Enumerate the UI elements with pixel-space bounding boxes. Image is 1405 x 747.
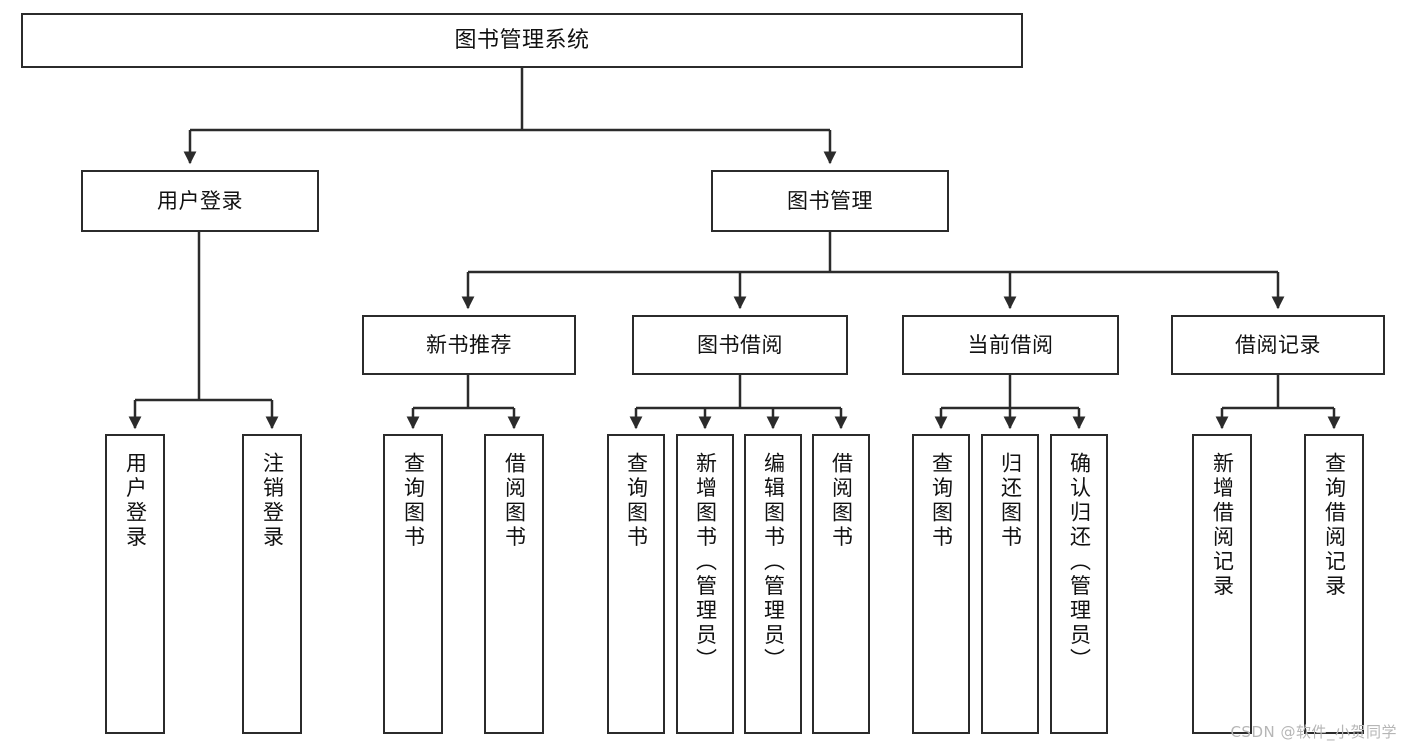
- node-label: 图书管理系统: [454, 27, 590, 53]
- node-label: 新增图书（管理员）: [693, 452, 718, 673]
- node-label: 借阅记录: [1235, 332, 1321, 357]
- leaf-edit-book[interactable]: 编辑图书（管理员）: [744, 434, 802, 734]
- node-label: 用户登录: [123, 452, 148, 550]
- leaf-borrow-book-rec[interactable]: 借阅图书: [484, 434, 544, 734]
- node-label: 图书借阅: [697, 332, 783, 357]
- node-label: 图书管理: [787, 188, 873, 213]
- node-new-book-rec[interactable]: 新书推荐: [362, 315, 576, 375]
- leaf-query-book-current[interactable]: 查询图书: [912, 434, 970, 734]
- node-label: 借阅图书: [829, 452, 854, 550]
- leaf-logout[interactable]: 注销登录: [242, 434, 302, 734]
- leaf-add-book[interactable]: 新增图书（管理员）: [676, 434, 734, 734]
- node-book-borrow[interactable]: 图书借阅: [632, 315, 848, 375]
- leaf-query-book-rec[interactable]: 查询图书: [383, 434, 443, 734]
- leaf-add-record[interactable]: 新增借阅记录: [1192, 434, 1252, 734]
- node-book-manage[interactable]: 图书管理: [711, 170, 949, 232]
- node-label: 新书推荐: [426, 332, 512, 357]
- node-label: 确认归还（管理员）: [1067, 452, 1092, 673]
- node-user-login[interactable]: 用户登录: [81, 170, 319, 232]
- leaf-query-record[interactable]: 查询借阅记录: [1304, 434, 1364, 734]
- node-label: 查询图书: [401, 452, 426, 550]
- node-borrow-record[interactable]: 借阅记录: [1171, 315, 1385, 375]
- watermark-text: CSDN @软件_小贺同学: [1230, 723, 1397, 741]
- leaf-return-book[interactable]: 归还图书: [981, 434, 1039, 734]
- leaf-confirm-return[interactable]: 确认归还（管理员）: [1050, 434, 1108, 734]
- node-label: 当前借阅: [967, 332, 1054, 357]
- leaf-borrow-book[interactable]: 借阅图书: [812, 434, 870, 734]
- node-root-system[interactable]: 图书管理系统: [21, 13, 1023, 68]
- node-label: 编辑图书（管理员）: [761, 452, 786, 673]
- leaf-query-book-borrow[interactable]: 查询图书: [607, 434, 665, 734]
- node-label: 查询图书: [929, 452, 954, 550]
- node-label: 注销登录: [260, 452, 285, 550]
- node-label: 查询图书: [624, 452, 649, 550]
- node-label: 用户登录: [157, 188, 243, 213]
- node-label: 归还图书: [998, 452, 1023, 550]
- node-label: 新增借阅记录: [1210, 452, 1235, 599]
- node-current-borrow[interactable]: 当前借阅: [902, 315, 1119, 375]
- node-label: 借阅图书: [502, 452, 527, 550]
- leaf-user-login[interactable]: 用户登录: [105, 434, 165, 734]
- node-label: 查询借阅记录: [1322, 452, 1347, 599]
